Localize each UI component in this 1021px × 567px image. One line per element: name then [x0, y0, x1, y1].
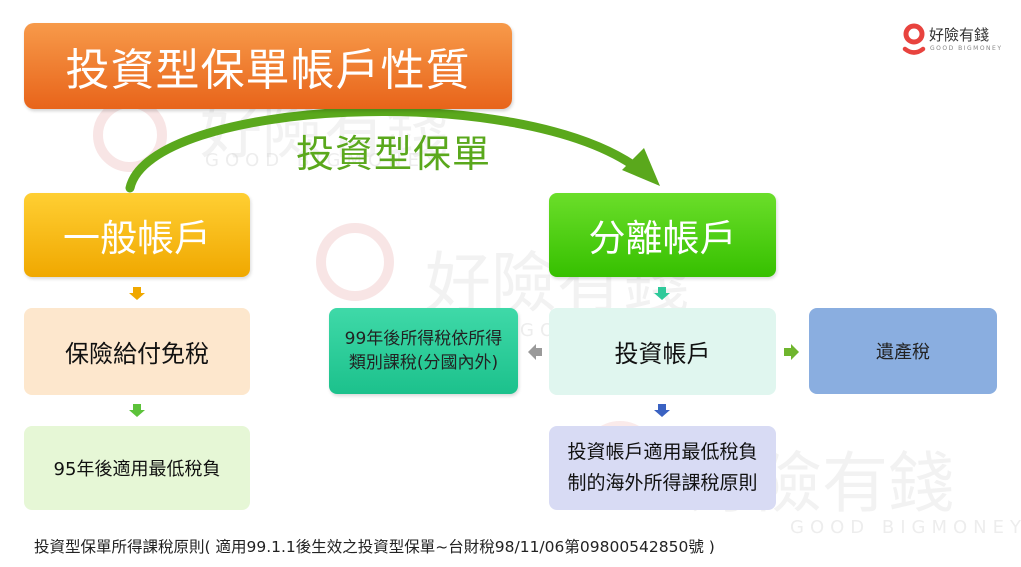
curve-label: 投資型保單: [296, 132, 492, 176]
estate-tax-box: 遺產稅: [809, 308, 997, 394]
logo-g-icon: [902, 23, 926, 55]
logo-name: 好險有錢: [929, 26, 990, 44]
arrow-separate-to-invest: [654, 287, 670, 300]
arrow-invest-to-overseas: [654, 404, 670, 417]
page-title: 投資型保單帳戶性質: [24, 23, 512, 109]
income-tax-box: 99年後所得稅依所得 類別課稅(分國內外): [329, 308, 518, 394]
arrow-invest-to-income: [528, 344, 542, 360]
income-tax-line1: 99年後所得稅依所得: [344, 329, 503, 349]
footnote: 投資型保單所得課稅原則( 適用99.1.1後生效之投資型保單~台財稅98/11/…: [34, 538, 715, 556]
curved-arrow-head: [622, 148, 660, 186]
watermark-circle-2: [316, 223, 394, 301]
brand-logo: 好險有錢 GOOD BIGMONEY: [902, 20, 1002, 58]
logo-subtitle: GOOD BIGMONEY: [930, 45, 1003, 52]
overseas-line1: 投資帳戶適用最低稅負: [567, 441, 758, 463]
overseas-tax-box: 投資帳戶適用最低稅負 制的海外所得課稅原則: [549, 426, 776, 510]
arrow-invest-to-estate: [784, 344, 799, 360]
separate-account-box: 分離帳戶: [549, 193, 776, 277]
general-account-box: 一般帳戶: [24, 193, 250, 277]
overseas-line2: 制的海外所得課稅原則: [567, 472, 758, 494]
benefit-tax-free-box: 保險給付免稅: [24, 308, 250, 395]
investment-account-box: 投資帳戶: [549, 308, 776, 395]
arrow-taxfree-to-mintax: [129, 404, 145, 417]
curved-arrow: [125, 107, 645, 193]
arrow-general-to-taxfree: [129, 287, 145, 300]
watermark-3-sub: GOOD BIGMONEY: [790, 517, 1021, 538]
watermark-1-sub: GOOD BIGMONEY: [205, 150, 443, 171]
income-tax-line2: 類別課稅(分國內外): [348, 353, 499, 373]
min-tax-box: 95年後適用最低稅負: [24, 426, 250, 510]
